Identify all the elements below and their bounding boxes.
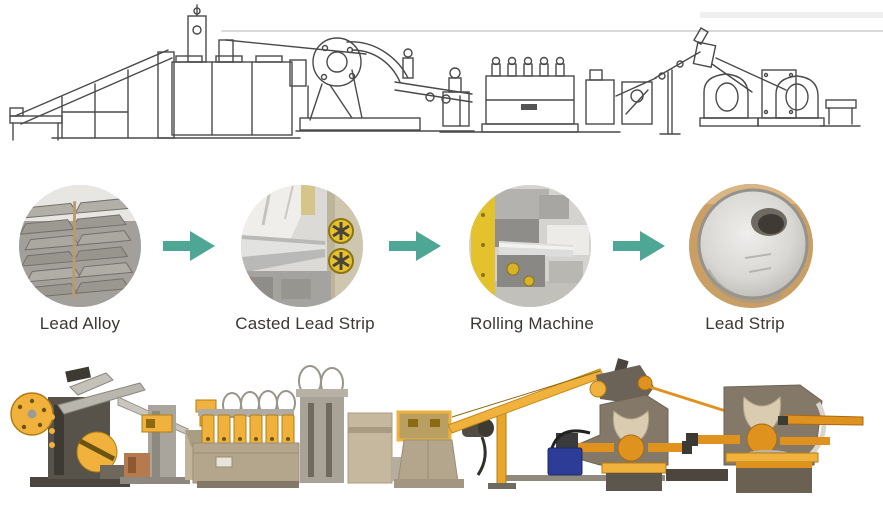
photo-mill-stand-1 [547, 394, 728, 491]
schematic-looper-bridge [615, 27, 787, 135]
process-arrow-icon [613, 231, 665, 261]
step-photo-casted-lead-strip [241, 185, 363, 307]
schematic-coilers [699, 69, 861, 127]
schematic-casting-machine [289, 37, 475, 132]
lead-strip-coil-illustration [689, 184, 813, 308]
production-line-schematic [9, 4, 883, 141]
step-label-lead-strip: Lead Strip [705, 314, 785, 333]
production-line-equipment-photo [10, 358, 864, 493]
process-arrow-icon [389, 231, 441, 261]
rolling-machine-illustration [469, 185, 591, 307]
lead-alloy-ingots-illustration [19, 185, 141, 307]
schematic-melting-furnace [171, 4, 367, 136]
photo-mill-stand-2 [686, 384, 864, 493]
step-photo-rolling-machine [469, 185, 591, 307]
casting-machine-illustration [241, 185, 363, 307]
step-photo-lead-alloy [19, 185, 141, 307]
photo-casting-machine [192, 365, 418, 488]
photo-looper-arm [447, 358, 733, 489]
schematic-infeed-conveyor [9, 49, 301, 141]
photo-control-unit [394, 410, 665, 488]
process-arrow-icon [163, 231, 215, 261]
photo-strip-feeder [117, 396, 213, 484]
step-label-rolling-machine: Rolling Machine [470, 314, 594, 333]
photo-uncoiler [10, 366, 146, 487]
step-label-casted-lead-strip: Casted Lead Strip [235, 314, 375, 333]
step-label-lead-alloy: Lead Alloy [39, 314, 121, 333]
schematic-rolling-mill [439, 56, 621, 133]
step-photo-lead-strip-coil [689, 184, 813, 308]
handwheel-icons [328, 218, 354, 274]
